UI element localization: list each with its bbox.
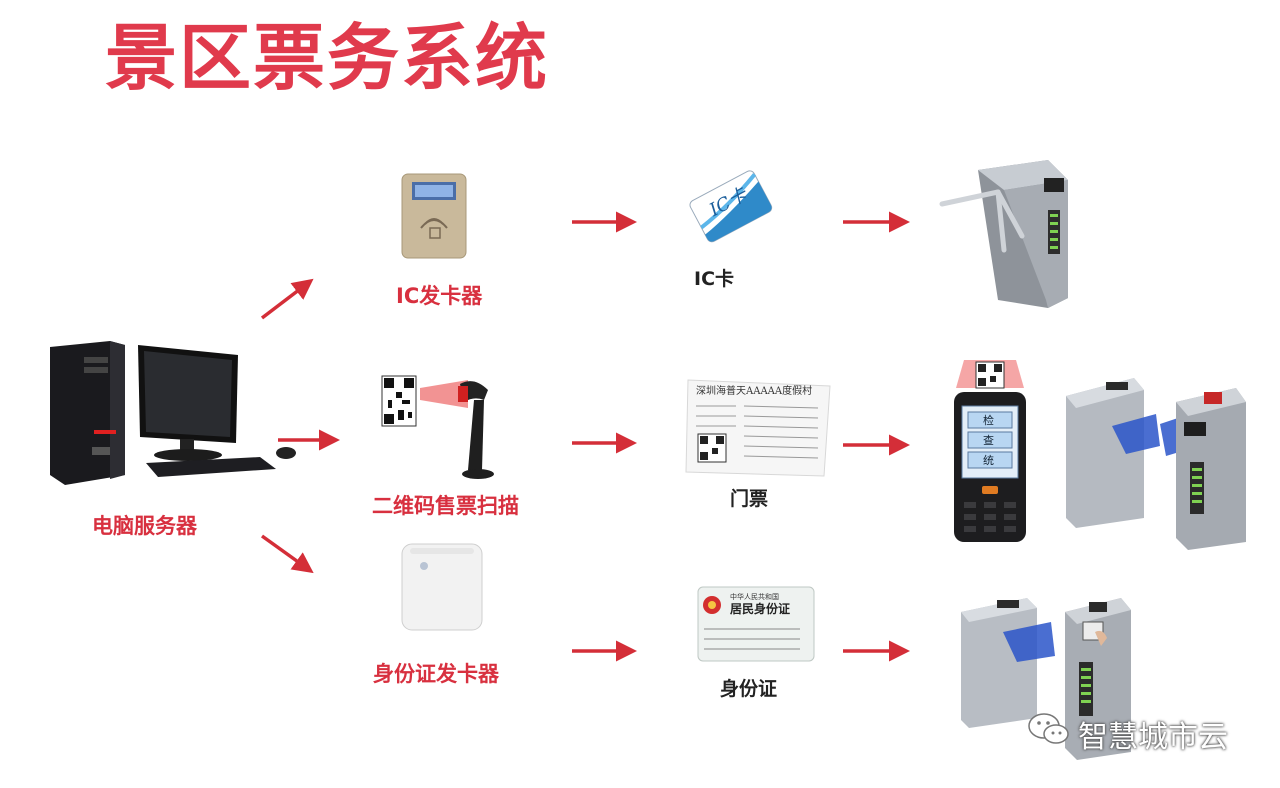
computer-server-image bbox=[50, 341, 296, 485]
flap-gate-middle-image bbox=[1066, 378, 1246, 550]
qr-scanner-image bbox=[381, 375, 494, 479]
wechat-icon bbox=[1028, 713, 1069, 744]
ic-card-label: IC卡 bbox=[694, 268, 735, 290]
svg-text:居民身份证: 居民身份证 bbox=[730, 601, 790, 616]
svg-text:中华人民共和国: 中华人民共和国 bbox=[730, 592, 779, 601]
handheld-menu-item: 检 bbox=[983, 413, 994, 427]
qr-scanner-label: 二维码售票扫描 bbox=[372, 494, 519, 518]
id-card-image: 中华人民共和国 居民身份证 bbox=[697, 586, 815, 662]
ic-card-image: IC卡 bbox=[689, 170, 773, 243]
ic-issuer-image bbox=[401, 173, 467, 259]
arrow-server-to-id-issuer bbox=[260, 534, 314, 574]
handheld-menu-item: 查 bbox=[983, 433, 994, 447]
handheld-terminal-image: 检 查 统 bbox=[954, 360, 1026, 542]
ticket-label: 门票 bbox=[730, 488, 769, 510]
tripod-turnstile-image bbox=[939, 160, 1068, 308]
flap-gate-bottom-image bbox=[961, 598, 1131, 760]
svg-text:深圳海普天AAAAA度假村: 深圳海普天AAAAA度假村 bbox=[696, 384, 812, 397]
server-label: 电脑服务器 bbox=[92, 514, 197, 538]
id-card-label: 身份证 bbox=[720, 678, 778, 700]
id-issuer-image bbox=[401, 543, 483, 631]
page-title: 景区票务系统 bbox=[105, 16, 550, 100]
qr-code-icon bbox=[381, 375, 417, 427]
watermark-text: 智慧城市云 bbox=[1078, 720, 1228, 755]
ticket-image: 深圳海普天AAAAA度假村 bbox=[685, 379, 831, 477]
ic-issuer-label: IC发卡器 bbox=[396, 284, 483, 308]
id-issuer-label: 身份证发卡器 bbox=[373, 662, 499, 686]
handheld-menu-item: 统 bbox=[983, 454, 994, 467]
arrow-server-to-ic-issuer bbox=[260, 278, 314, 320]
